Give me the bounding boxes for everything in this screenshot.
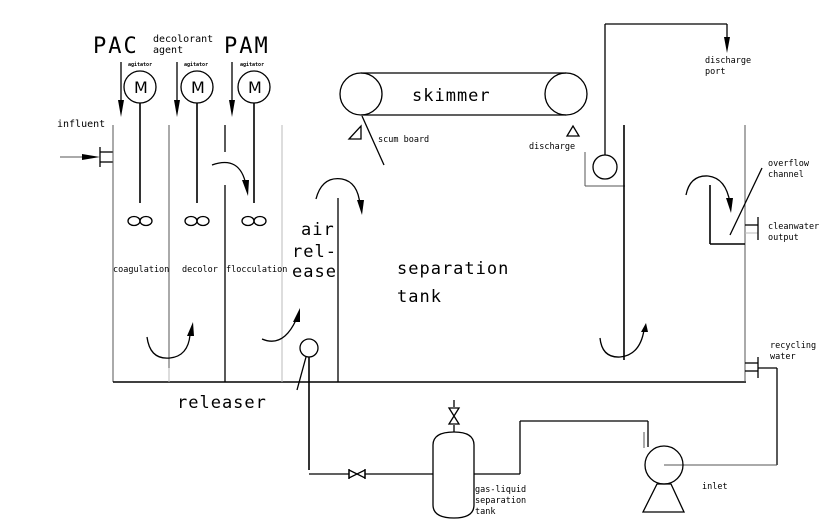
pam-label: PAM xyxy=(224,34,270,59)
discharge-port-label-1: discharge xyxy=(705,56,751,66)
flow-arrow-decolor-to-floc xyxy=(211,161,249,196)
gas-liquid-label-3: tank xyxy=(475,507,495,517)
flocculation-label: flocculation xyxy=(226,265,287,275)
overflow-channel xyxy=(685,167,763,245)
air-release-label-2: rel- xyxy=(292,242,337,262)
cleanwater-output-label-2: output xyxy=(768,233,799,243)
air-release-label-1: air xyxy=(301,220,335,240)
impeller-icon-3 xyxy=(241,215,267,227)
cleanwater-output-label-1: cleanwater xyxy=(768,222,819,232)
scum-board-marker-icon xyxy=(347,115,385,166)
recycling-water-port xyxy=(664,357,778,466)
coagulation-label: coagulation xyxy=(113,265,169,275)
releaser-label: releaser xyxy=(177,393,267,413)
skimmer-belt xyxy=(339,72,588,116)
pipe-tank-to-pump xyxy=(474,420,649,475)
influent-inlet xyxy=(60,147,113,167)
agitator-label-3: agitator xyxy=(240,62,264,68)
pump-icon xyxy=(641,445,686,513)
flow-arrow-air-over xyxy=(315,178,364,215)
discharge-label: discharge xyxy=(529,142,575,152)
separation-tank-label-1: separation xyxy=(397,259,509,279)
flow-arrow-floc-up xyxy=(261,308,300,342)
dosing-arrow-pac xyxy=(118,62,124,117)
discharge-marker-icon xyxy=(565,124,581,137)
dosing-arrow-pam xyxy=(229,62,235,117)
skimmer-label: skimmer xyxy=(412,86,491,106)
discharge-port-label-2: port xyxy=(705,67,725,77)
cleanwater-output-port xyxy=(745,217,759,240)
decolorant-label-line2: agent xyxy=(153,45,183,56)
recycling-water-label-1: recycling xyxy=(770,341,816,351)
motor-icon-2: M xyxy=(180,70,214,203)
scum-board-label: scum board xyxy=(378,135,429,145)
decolorant-label-line1: decolorant xyxy=(153,34,213,45)
separation-tank-label-2: tank xyxy=(397,287,442,307)
pac-label: PAC xyxy=(93,34,139,59)
agitator-label-2: agitator xyxy=(184,62,208,68)
discharge-trough xyxy=(584,125,625,360)
svg-text:M: M xyxy=(248,78,262,97)
dosing-arrow-decolorant xyxy=(174,62,180,117)
overflow-channel-label-2: channel xyxy=(768,170,804,180)
air-release-label-3: ease xyxy=(292,262,337,282)
gas-liquid-separation-tank xyxy=(432,400,475,519)
impeller-icon-2 xyxy=(184,215,210,227)
decolor-label: decolor xyxy=(182,265,218,275)
flow-arrow-coag-up xyxy=(146,322,194,359)
impeller-icon-1 xyxy=(127,215,153,227)
svg-text:M: M xyxy=(134,78,148,97)
releaser-icon xyxy=(296,338,319,470)
vent-valve-icon xyxy=(447,407,461,425)
inlet-label: inlet xyxy=(702,482,728,492)
gas-liquid-label-1: gas-liquid xyxy=(475,485,526,495)
recycling-water-label-2: water xyxy=(770,352,796,362)
motor-icon-3: M xyxy=(237,70,271,203)
discharge-pipe xyxy=(604,23,730,155)
flow-arrow-separation-up xyxy=(599,323,648,358)
gate-valve-icon xyxy=(348,468,366,480)
svg-text:M: M xyxy=(191,78,205,97)
influent-label: influent xyxy=(57,119,105,130)
gas-liquid-label-2: separation xyxy=(475,496,526,506)
motor-icon-1: M xyxy=(123,70,157,203)
overflow-channel-label-1: overflow xyxy=(768,159,810,169)
agitator-label-1: agitator xyxy=(128,62,152,68)
